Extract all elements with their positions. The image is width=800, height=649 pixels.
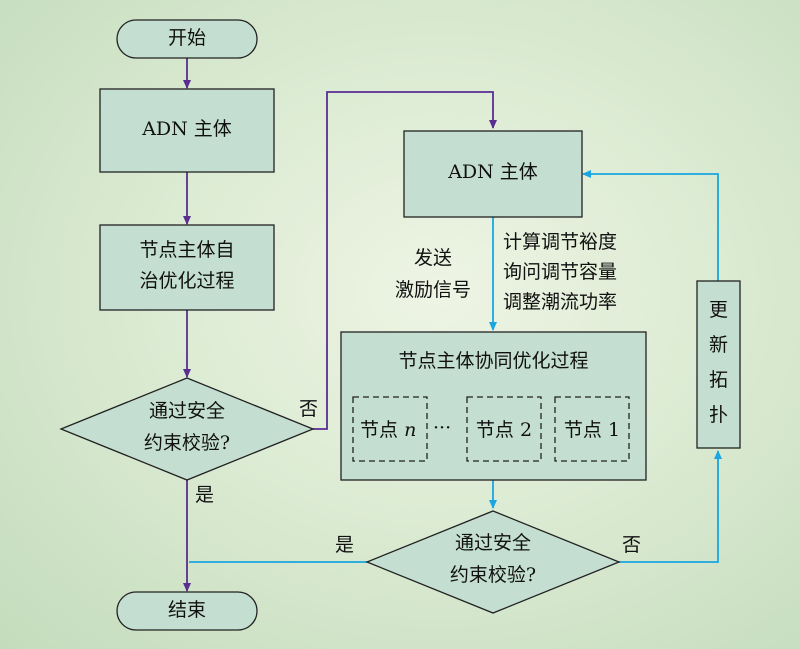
query-capacity-label: 询问调节容量	[503, 261, 618, 283]
right-decision-diamond	[365, 510, 621, 614]
node-n-box	[352, 396, 428, 462]
right-decision-no-label: 否	[622, 534, 642, 556]
left-adn-label: ADN 主体	[142, 118, 232, 140]
node-1-box	[554, 396, 630, 462]
arrow-decision-no-to-right-adn	[313, 91, 497, 430]
autonomous-label-line2: 治优化过程	[139, 270, 235, 292]
right-decision-line1: 通过安全	[454, 532, 531, 554]
update-topology-box	[696, 280, 741, 449]
left-decision-yes-label: 是	[195, 484, 215, 506]
right-decision-yes-label: 是	[335, 534, 355, 556]
node-n-variable: n	[404, 419, 417, 441]
update-char-1: 更	[708, 299, 728, 321]
coop-optimization-box	[340, 331, 647, 481]
start-label: 开始	[167, 27, 206, 49]
send-signal-line2: 激励信号	[394, 279, 471, 301]
adjust-power-label: 调整潮流功率	[503, 291, 618, 313]
node-2-label: 节点 2	[475, 419, 533, 441]
calc-margin-label: 计算调节裕度	[503, 231, 618, 253]
send-signal-line1: 发送	[413, 247, 452, 269]
node-ellipsis: ···	[433, 417, 452, 439]
node-n-label: 节点 n	[360, 419, 416, 443]
arrow-update-to-adn	[582, 170, 719, 281]
autonomous-optimization-box	[99, 224, 275, 311]
arrow-decision2-no-to-update	[619, 450, 722, 563]
end-terminal	[116, 591, 258, 631]
node-1-label: 节点 1	[563, 419, 621, 441]
left-decision-line1: 通过安全	[148, 400, 225, 422]
right-adn-box	[403, 130, 583, 218]
right-adn-label: ADN 主体	[448, 161, 538, 183]
end-label: 结束	[167, 599, 206, 621]
start-terminal	[116, 19, 258, 59]
update-char-2: 新	[708, 334, 728, 356]
autonomous-label-line1: 节点主体自	[139, 239, 235, 261]
right-decision-line2: 约束校验?	[449, 564, 537, 586]
update-char-3: 拓	[708, 369, 728, 391]
left-decision-diamond	[59, 377, 315, 481]
update-char-4: 扑	[708, 404, 728, 426]
node-n-prefix: 节点	[360, 419, 399, 441]
left-decision-no-label: 否	[299, 398, 319, 420]
coop-title: 节点主体协同优化过程	[398, 350, 589, 372]
node-2-box	[466, 396, 542, 462]
left-adn-box	[99, 88, 275, 173]
left-decision-line2: 约束校验?	[143, 432, 231, 454]
